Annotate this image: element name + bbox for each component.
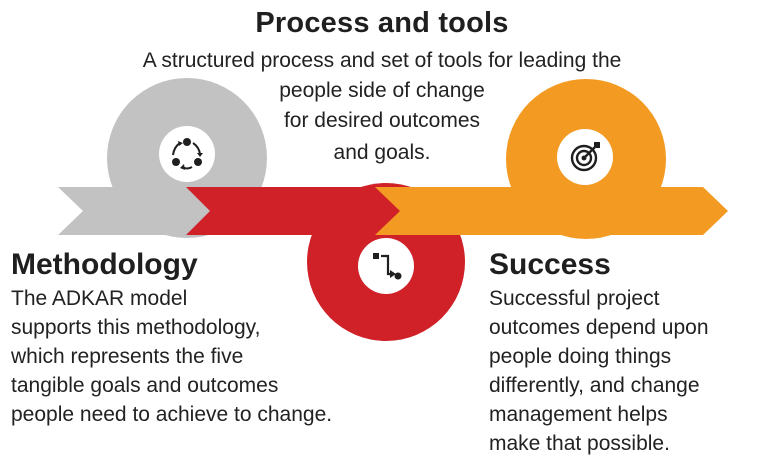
target-icon (570, 142, 600, 172)
methodology-line-3: which represents the five (11, 345, 244, 368)
subtitle-line-1: A structured process and set of tools fo… (142, 49, 622, 72)
success-line-2: outcomes depend upon (489, 316, 709, 339)
red-icon-disc (358, 238, 414, 294)
gray-arrow-band (58, 187, 232, 235)
process-flow-icon (373, 253, 402, 280)
page-title: Process and tools (255, 7, 509, 39)
methodology-line-4: tangible goals and outcomes (11, 374, 279, 397)
subtitle-line-4: and goals. (333, 141, 431, 164)
success-line-4: differently, and change (489, 374, 700, 397)
success-heading: Success (489, 248, 611, 281)
subtitle-line-2: people side of change (279, 79, 485, 102)
success-line-1: Successful project (489, 287, 660, 310)
red-arrow-band (186, 187, 401, 235)
cycle-icon (172, 138, 203, 170)
methodology-heading: Methodology (11, 248, 198, 281)
gray-icon-disc (159, 126, 215, 182)
subtitle-line-3: for desired outcomes (283, 109, 481, 132)
success-line-6: make that possible. (489, 432, 670, 455)
methodology-line-5: people need to achieve to change. (11, 403, 333, 426)
methodology-line-1: The ADKAR model (11, 287, 188, 310)
success-line-3: people doing things (489, 345, 672, 368)
methodology-line-2: supports this methodology, (11, 316, 261, 339)
success-line-5: management helps (489, 403, 668, 426)
orange-arrow-band (375, 187, 728, 235)
